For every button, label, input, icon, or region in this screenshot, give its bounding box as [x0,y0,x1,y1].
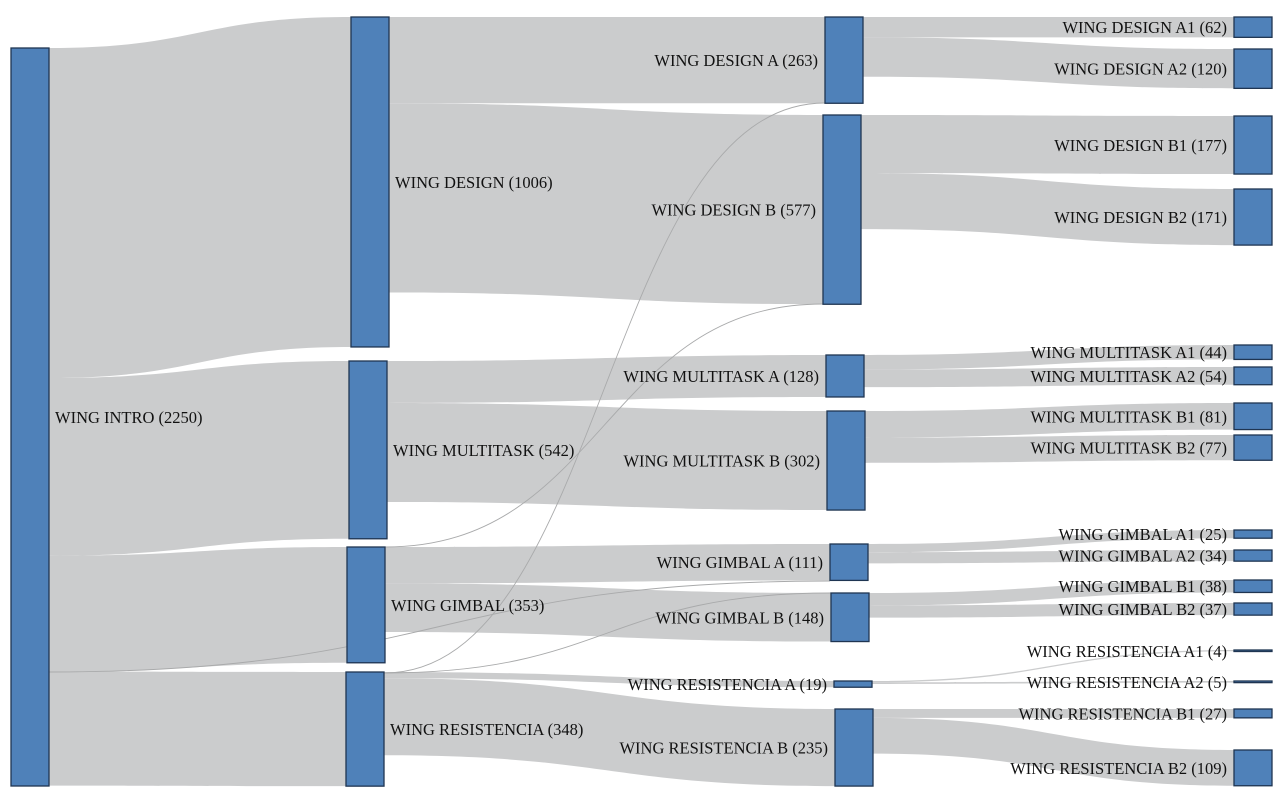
node-label-design: WING DESIGN (1006) [395,173,553,192]
node-resistencia-b1[interactable] [1233,708,1273,719]
link-design-to-design-b[interactable] [389,103,823,305]
link-resistencia-to-design-a[interactable] [383,102,826,674]
node-label-gimbal-b: WING GIMBAL B (148) [656,608,825,627]
node-label-multitask-b2: WING MULTITASK B2 (77) [1030,439,1227,458]
node-label-intro: WING INTRO (2250) [55,408,203,427]
node-label-gimbal-a: WING GIMBAL A (111) [657,553,823,572]
link-intro-to-gimbal[interactable] [49,547,347,672]
link-intro-to-gimbal-a[interactable] [48,580,831,673]
link-resistencia-a-to-resistencia-a2[interactable] [872,681,1234,684]
link-multitask-b-to-multitask-b2[interactable] [865,435,1234,463]
links-layer [48,17,1234,787]
link-intro-to-multitask[interactable] [49,361,349,556]
node-label-gimbal-b2: WING GIMBAL B2 (37) [1059,600,1228,619]
link-multitask-a-to-multitask-a2[interactable] [864,367,1234,388]
link-design-a-to-design-a2[interactable] [863,37,1234,89]
link-design-b-to-design-b1[interactable] [861,115,1234,175]
node-label-gimbal-b1: WING GIMBAL B1 (38) [1059,577,1228,596]
node-label-design-b1: WING DESIGN B1 (177) [1054,136,1227,155]
link-resistencia-b-to-resistencia-b1[interactable] [873,709,1234,718]
node-multitask-b2[interactable] [1233,434,1273,461]
node-gimbal-a1[interactable] [1233,529,1273,539]
link-gimbal-to-design-b[interactable] [384,303,824,548]
node-multitask-a2[interactable] [1233,366,1273,386]
node-design-a[interactable] [824,16,864,104]
node-multitask-b1[interactable] [1233,402,1273,431]
nodes-layer [10,16,1273,787]
node-gimbal-b[interactable] [830,592,870,643]
node-label-resistencia-a1: WING RESISTENCIA A1 (4) [1027,642,1227,661]
node-label-design-a1: WING DESIGN A1 (62) [1062,18,1227,37]
node-label-resistencia: WING RESISTENCIA (348) [390,720,583,739]
node-label-resistencia-b1: WING RESISTENCIA B1 (27) [1018,704,1227,723]
node-intro[interactable] [10,47,50,787]
node-label-resistencia-b2: WING RESISTENCIA B2 (109) [1010,759,1227,778]
node-gimbal-b1[interactable] [1233,579,1273,594]
node-label-design-a2: WING DESIGN A2 (120) [1054,60,1227,79]
node-label-resistencia-a2: WING RESISTENCIA A2 (5) [1027,673,1227,692]
link-gimbal-b-to-gimbal-b1[interactable] [869,580,1234,606]
link-multitask-a-to-multitask-a1[interactable] [864,345,1234,370]
node-gimbal-a2[interactable] [1233,549,1273,562]
node-label-multitask-a2: WING MULTITASK A2 (54) [1030,367,1227,386]
node-multitask[interactable] [348,360,388,540]
node-label-multitask-b: WING MULTITASK B (302) [623,452,820,471]
link-gimbal-a-to-gimbal-a2[interactable] [868,550,1234,564]
link-design-to-design-a[interactable] [389,17,825,104]
labels-layer: WING INTRO (2250) WING DESIGN (1006) WING … [55,18,1227,778]
node-design[interactable] [350,16,390,348]
link-design-b-to-design-b2[interactable] [861,173,1234,246]
link-multitask-to-multitask-b[interactable] [387,402,827,511]
link-intro-to-design[interactable] [49,17,351,378]
node-design-b1[interactable] [1233,115,1273,175]
node-label-multitask-a: WING MULTITASK A (128) [623,367,819,386]
node-resistencia-b2[interactable] [1233,749,1273,787]
node-design-b[interactable] [822,114,862,305]
link-intro-to-resistencia[interactable] [49,671,346,787]
node-design-a1[interactable] [1233,16,1273,38]
link-resistencia-to-resistencia-b[interactable] [384,678,835,787]
link-gimbal-to-gimbal-a[interactable] [385,544,830,584]
link-gimbal-b-to-gimbal-b2[interactable] [869,603,1234,618]
link-multitask-b-to-multitask-b1[interactable] [865,403,1234,438]
node-label-design-a: WING DESIGN A (263) [654,51,818,70]
link-resistencia-to-gimbal-b[interactable] [383,592,832,674]
node-multitask-a1[interactable] [1233,344,1273,361]
link-design-a-to-design-a1[interactable] [863,17,1234,38]
link-gimbal-a-to-gimbal-a1[interactable] [868,530,1234,553]
link-resistencia-to-resistencia-a[interactable] [384,672,834,688]
node-resistencia-a[interactable] [833,680,873,688]
node-resistencia-a2[interactable] [1233,680,1273,684]
node-design-b2[interactable] [1233,188,1273,246]
node-label-gimbal: WING GIMBAL (353) [391,596,544,615]
node-design-a2[interactable] [1233,48,1273,90]
node-label-design-b2: WING DESIGN B2 (171) [1054,208,1227,227]
node-label-design-b: WING DESIGN B (577) [651,201,816,220]
node-label-resistencia-b: WING RESISTENCIA B (235) [619,739,828,758]
node-gimbal-a[interactable] [829,543,869,582]
node-label-gimbal-a1: WING GIMBAL A1 (25) [1059,525,1228,544]
link-resistencia-a-to-resistencia-a1[interactable] [872,650,1234,683]
node-multitask-a[interactable] [825,354,865,398]
node-label-multitask-a1: WING MULTITASK A1 (44) [1030,343,1227,362]
node-multitask-b[interactable] [826,410,866,511]
node-resistencia-a1[interactable] [1233,649,1273,653]
node-resistencia-b[interactable] [834,708,874,787]
node-gimbal[interactable] [346,546,386,664]
node-label-gimbal-a2: WING GIMBAL A2 (34) [1059,547,1228,566]
node-gimbal-b2[interactable] [1233,602,1273,616]
link-gimbal-to-gimbal-b[interactable] [385,583,831,642]
link-multitask-to-multitask-a[interactable] [387,355,826,403]
node-resistencia[interactable] [345,671,385,787]
node-label-resistencia-a: WING RESISTENCIA A (19) [628,675,827,694]
node-label-multitask: WING MULTITASK (542) [393,441,574,460]
link-resistencia-b-to-resistencia-b2[interactable] [873,717,1234,786]
node-label-multitask-b1: WING MULTITASK B1 (81) [1030,407,1227,426]
